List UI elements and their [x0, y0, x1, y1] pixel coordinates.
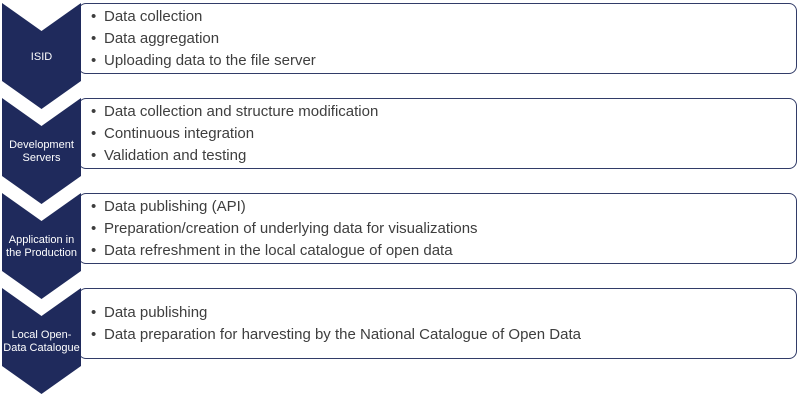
- list-item: Data publishing (API): [91, 196, 786, 218]
- list-item: Validation and testing: [91, 145, 786, 167]
- list-item: Data aggregation: [91, 28, 786, 50]
- stage-label-line: Local Open-: [11, 329, 72, 341]
- stage-row-isid: Data collection Data aggregation Uploadi…: [0, 3, 800, 109]
- stage-label-line: Servers: [22, 152, 61, 164]
- stage-item-list: Data collection Data aggregation Uploadi…: [79, 6, 796, 72]
- list-item: Data collection: [91, 6, 786, 28]
- stage-label-line: Application in: [8, 234, 75, 246]
- stage-item-list: Data collection and structure modificati…: [79, 101, 796, 167]
- stage-box-development-servers: Data collection and structure modificati…: [78, 98, 797, 169]
- chevron-down-arrow-icon: [2, 3, 81, 109]
- stage-row-application-production: Data publishing (API) Preparation/creati…: [0, 193, 800, 299]
- list-item: Data publishing: [91, 302, 786, 324]
- stage-label-isid: ISID: [2, 33, 81, 81]
- list-item: Continuous integration: [91, 123, 786, 145]
- stage-box-local-open-data-catalogue: Data publishing Data preparation for har…: [78, 288, 797, 359]
- stage-label-line: Data Catalogue: [3, 342, 80, 354]
- chevron-down-arrow-icon: [2, 193, 81, 299]
- stage-label-line: the Production: [6, 247, 77, 259]
- stage-label-local-open-data-catalogue: Local Open- Data Catalogue: [2, 318, 81, 366]
- stage-label-application-production: Application in the Production: [2, 223, 81, 271]
- stage-item-list: Data publishing Data preparation for har…: [79, 302, 796, 346]
- list-item: Data preparation for harvesting by the N…: [91, 324, 786, 346]
- stage-label-line: ISID: [30, 50, 53, 63]
- list-item: Uploading data to the file server: [91, 50, 786, 72]
- list-item: Preparation/creation of underlying data …: [91, 218, 786, 240]
- stage-label-development-servers: Development Servers: [2, 128, 81, 176]
- stage-item-list: Data publishing (API) Preparation/creati…: [79, 196, 796, 262]
- chevron-down-arrow-icon: [2, 288, 81, 394]
- chevron-down-arrow-icon: [2, 98, 81, 204]
- stage-row-development-servers: Data collection and structure modificati…: [0, 98, 800, 204]
- stage-row-local-open-data-catalogue: Data publishing Data preparation for har…: [0, 288, 800, 394]
- list-item: Data collection and structure modificati…: [91, 101, 786, 123]
- stage-label-line: Development: [9, 139, 74, 151]
- stage-box-application-production: Data publishing (API) Preparation/creati…: [78, 193, 797, 264]
- list-item: Data refreshment in the local catalogue …: [91, 240, 786, 262]
- stage-box-isid: Data collection Data aggregation Uploadi…: [78, 3, 797, 74]
